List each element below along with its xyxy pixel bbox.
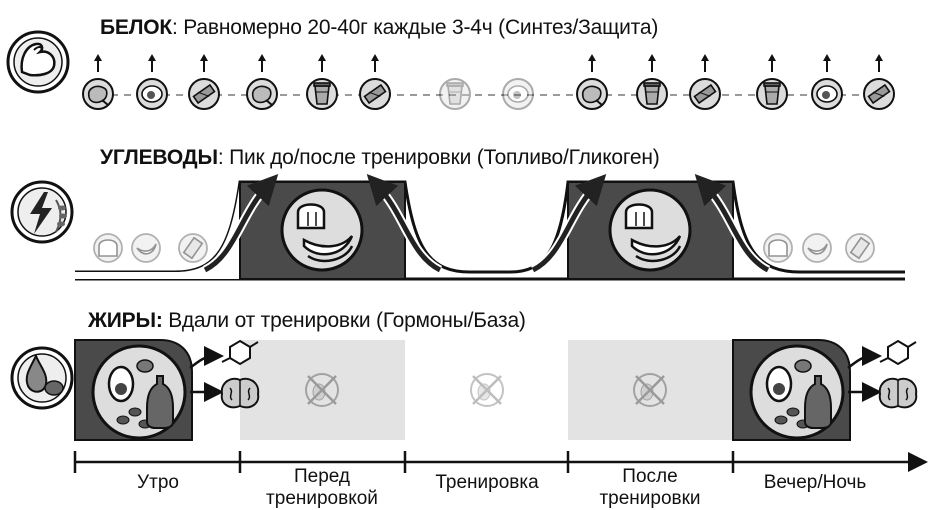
lightning-wheat-icon xyxy=(10,180,74,244)
up-arrow-icon xyxy=(148,54,156,72)
shake-cup-icon xyxy=(439,78,471,110)
protein-bar-icon xyxy=(689,54,721,110)
shake-cup-icon xyxy=(306,54,338,110)
muscle-arm-icon xyxy=(6,30,70,94)
protein-heading: БЕЛОК: Равномерно 20-40г каждые 3-4ч (Си… xyxy=(100,16,658,40)
up-arrow-icon xyxy=(768,54,776,72)
fat-post-workout-zone xyxy=(568,340,733,440)
rise-arrow-icon xyxy=(531,174,607,273)
avocado-nuts-oil-icon xyxy=(749,344,845,440)
fats-heading: ЖИРЫ: Вдали от тренировки (Гормоны/База) xyxy=(88,309,526,333)
bread-icon xyxy=(93,233,123,263)
chicken-icon xyxy=(82,54,114,110)
up-arrow-icon xyxy=(648,54,656,72)
hormone-molecule-icon xyxy=(879,339,917,366)
rise-arrow-icon xyxy=(366,174,442,273)
up-arrow-icon xyxy=(588,54,596,72)
egg-icon xyxy=(811,54,843,110)
fats-title: ЖИРЫ: xyxy=(88,309,163,332)
protein-bar-icon xyxy=(863,54,895,110)
up-arrow-icon xyxy=(875,54,883,72)
oil-drop-nut-icon xyxy=(10,346,74,410)
up-arrow-icon xyxy=(318,54,326,72)
carb-small-icons xyxy=(93,233,875,263)
avocado-nuts-oil-icon xyxy=(91,344,187,440)
bread-banana-icon xyxy=(608,188,692,272)
bread-banana-icon xyxy=(280,188,364,272)
brain-icon xyxy=(220,377,260,409)
up-arrow-icon xyxy=(823,54,831,72)
fat-effects-right xyxy=(847,339,918,409)
egg-icon xyxy=(502,78,534,110)
protein-bar-icon xyxy=(188,54,220,110)
shake-cup-icon xyxy=(636,54,668,110)
fat-effects-left xyxy=(189,339,260,409)
hormone-molecule-icon xyxy=(221,339,259,366)
fat-pre-workout-zone xyxy=(240,340,405,440)
fats-subtitle: Вдали от тренировки (Гормоны/База) xyxy=(162,309,526,332)
up-arrow-icon xyxy=(371,54,379,72)
banana-icon xyxy=(802,233,832,263)
chicken-icon xyxy=(576,54,608,110)
up-arrow-icon xyxy=(200,54,208,72)
protein-bar-icon xyxy=(359,54,391,110)
crossed-out-food-icon xyxy=(470,373,504,407)
carbs-subtitle: : Пик до/после тренировки (Топливо/Глико… xyxy=(217,146,660,169)
timeline-label-morning: Утро xyxy=(137,472,179,493)
shake-cup-icon xyxy=(756,54,788,110)
crossed-out-food-icon xyxy=(633,373,667,407)
egg-icon xyxy=(136,54,168,110)
timeline-label-workout: Тренировка xyxy=(435,472,539,493)
rise-arrow-icon xyxy=(694,174,770,273)
bread-icon xyxy=(763,233,793,263)
protein-title: БЕЛОК xyxy=(100,16,172,39)
timeline-ticks xyxy=(73,451,735,473)
carbs-heading: УГЛЕВОДЫ: Пик до/после тренировки (Топли… xyxy=(100,146,660,170)
up-arrow-icon xyxy=(701,54,709,72)
banana-icon xyxy=(131,233,161,263)
gel-pack-icon xyxy=(845,233,875,263)
chicken-icon xyxy=(246,54,278,110)
brain-icon xyxy=(878,377,918,409)
gel-pack-icon xyxy=(178,233,208,263)
protein-subtitle: : Равномерно 20-40г каждые 3-4ч (Синтез/… xyxy=(172,16,659,39)
carbs-title: УГЛЕВОДЫ xyxy=(100,146,218,169)
crossed-out-food-icon xyxy=(305,373,339,407)
timeline-label-evening-night: Вечер/Ночь xyxy=(763,472,867,493)
up-arrow-icon xyxy=(94,54,102,72)
protein-items xyxy=(82,54,895,110)
carb-intake-curve xyxy=(75,180,905,274)
up-arrow-icon xyxy=(258,54,266,72)
rise-arrow-icon xyxy=(203,174,279,273)
